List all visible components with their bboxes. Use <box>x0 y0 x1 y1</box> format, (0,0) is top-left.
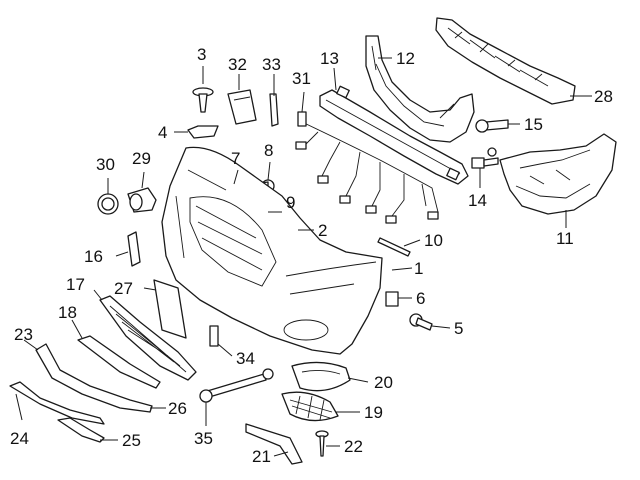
part-25-lip <box>57 417 105 443</box>
part-16-bracket <box>127 231 141 267</box>
callout-22: 22 <box>344 437 363 456</box>
part-15-bolt <box>475 119 509 133</box>
callout-21: 21 <box>252 447 271 466</box>
part-13-reinforcement-bar <box>319 85 469 185</box>
part-12-carrier <box>365 35 475 143</box>
part-32-sensor-bracket <box>227 89 257 125</box>
part-35-rod <box>199 368 274 403</box>
part-20-lamp-cover <box>291 361 351 392</box>
part-10-trim-strip <box>377 237 411 257</box>
part-33-bracket <box>269 93 279 127</box>
part-1-bumper-cover <box>161 146 383 355</box>
callout-34: 34 <box>236 349 255 368</box>
callout-17: 17 <box>66 275 85 294</box>
part-4-clip <box>187 125 219 139</box>
callout-31: 31 <box>292 69 311 88</box>
callout-32: 32 <box>228 55 247 74</box>
part-21-trim <box>245 423 303 465</box>
callout-26: 26 <box>168 399 187 418</box>
part-6-clip <box>385 291 399 307</box>
callout-14: 14 <box>468 191 487 210</box>
callout-25: 25 <box>122 431 141 450</box>
callout-27: 27 <box>114 279 133 298</box>
part-28-upper-absorber <box>435 17 576 105</box>
part-23-strip <box>35 343 153 413</box>
part-29-sensor <box>127 187 157 213</box>
callout-3: 3 <box>197 45 206 64</box>
callout-24: 24 <box>10 429 29 448</box>
part-19-grille-insert <box>281 391 339 422</box>
part-30-ring <box>97 193 119 215</box>
part-31-clip <box>297 111 307 127</box>
callout-9: 9 <box>286 193 295 212</box>
part-22-screw <box>315 430 329 457</box>
callout-10: 10 <box>424 231 443 250</box>
callout-1: 1 <box>414 259 423 278</box>
part-17-lower-grille <box>99 295 197 381</box>
callout-15: 15 <box>524 115 543 134</box>
part-24-lip <box>9 381 105 425</box>
callout-5: 5 <box>454 319 463 338</box>
callout-11: 11 <box>556 229 574 248</box>
part-27-plate-bracket <box>153 279 187 339</box>
callout-35: 35 <box>194 429 213 448</box>
callout-30: 30 <box>96 155 115 174</box>
part-14-stud <box>471 147 499 169</box>
part-11-side-bracket <box>499 133 617 215</box>
callout-20: 20 <box>374 373 393 392</box>
callout-2: 2 <box>318 221 327 240</box>
callout-18: 18 <box>58 303 77 322</box>
callout-labels: 1 2 3 4 5 6 7 8 9 10 11 12 13 14 15 16 1… <box>10 45 613 466</box>
part-5-bolt <box>409 313 433 331</box>
part-3-screw <box>192 87 214 113</box>
part-18-trim <box>77 335 161 389</box>
leader-lines <box>15 57 592 457</box>
callout-6: 6 <box>416 289 425 308</box>
callout-7: 7 <box>231 149 240 168</box>
callout-28: 28 <box>594 87 613 106</box>
callout-13: 13 <box>320 49 339 68</box>
callout-12: 12 <box>396 49 415 68</box>
part-34-sensor <box>209 325 219 347</box>
callout-16: 16 <box>84 247 103 266</box>
callout-29: 29 <box>132 149 151 168</box>
callout-8: 8 <box>264 141 273 160</box>
callout-19: 19 <box>364 403 383 422</box>
callout-23: 23 <box>14 325 33 344</box>
callout-4: 4 <box>158 123 167 142</box>
wiring-harness <box>295 121 439 224</box>
callout-33: 33 <box>262 55 281 74</box>
